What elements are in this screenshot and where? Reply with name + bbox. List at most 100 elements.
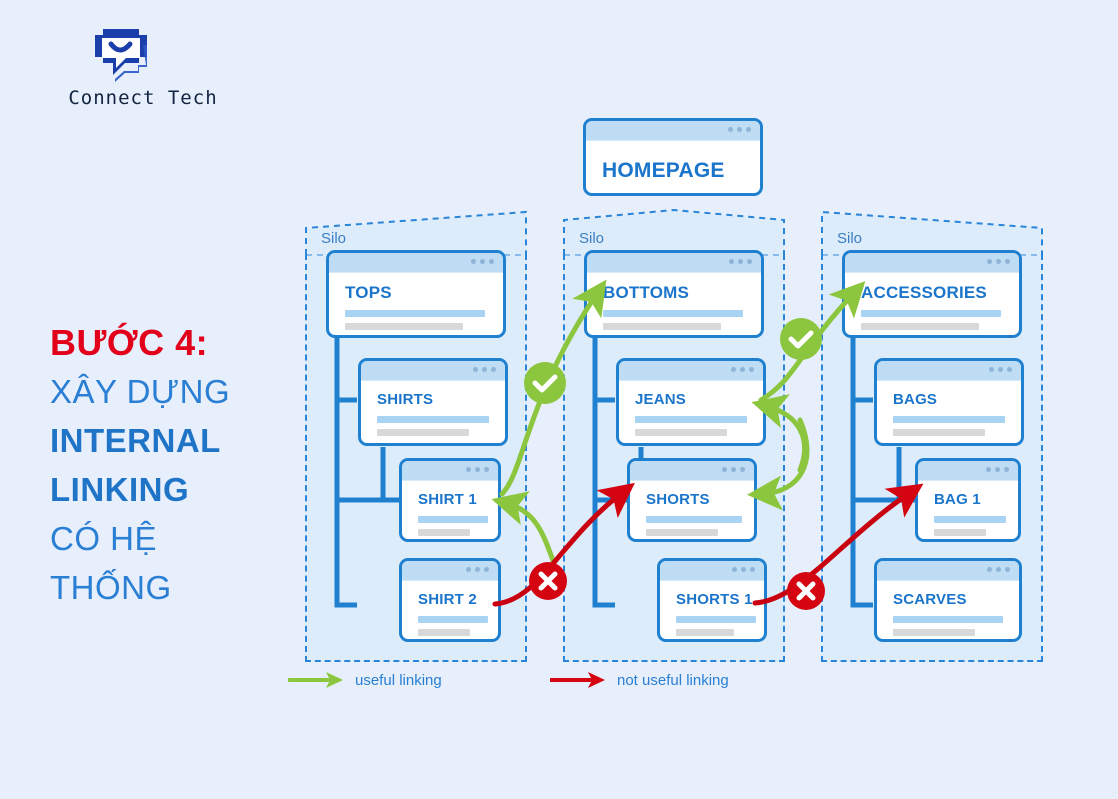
node-scarves[interactable]: SCARVES (874, 558, 1022, 642)
card-titlebar (877, 561, 1019, 581)
node-line-secondary (861, 323, 979, 330)
legend-item-useful: useful linking (288, 671, 442, 689)
node-title: SHIRT 1 (418, 491, 477, 508)
node-bottoms[interactable]: BOTTOMS (584, 250, 764, 338)
node-line-primary (676, 616, 756, 623)
card-titlebar (586, 121, 760, 141)
window-dots-icon (987, 259, 1010, 264)
silo-label: Silo (321, 230, 347, 247)
window-dots-icon (473, 367, 496, 372)
node-line-primary (934, 516, 1006, 523)
window-dots-icon (732, 567, 755, 572)
legend-label-useful: useful linking (355, 671, 442, 689)
brand-logo: Connect Tech (48, 25, 238, 120)
node-title: BAG 1 (934, 491, 981, 508)
window-dots-icon (466, 567, 489, 572)
node-title: SHIRTS (377, 391, 434, 408)
card-titlebar (877, 361, 1021, 381)
node-shirt-1[interactable]: SHIRT 1 (399, 458, 501, 542)
page-title: BƯỚC 4: XÂY DỰNG INTERNAL LINKING CÓ HỆ … (50, 318, 280, 612)
card-titlebar (918, 461, 1018, 481)
node-line-primary (646, 516, 742, 523)
node-line-primary (861, 310, 1001, 317)
window-dots-icon (722, 467, 745, 472)
window-dots-icon (987, 567, 1010, 572)
node-title: JEANS (635, 391, 687, 408)
card-titlebar (660, 561, 764, 581)
card-titlebar (361, 361, 505, 381)
window-dots-icon (986, 467, 1009, 472)
node-homepage[interactable]: HOMEPAGE (583, 118, 763, 196)
node-line-secondary (377, 429, 469, 436)
node-line-primary (893, 616, 1003, 623)
node-line-secondary (893, 429, 985, 436)
headline-line-4: LINKING (50, 471, 190, 508)
node-title: SHIRT 2 (418, 591, 477, 608)
headline-line-2: XÂY DỰNG (50, 373, 231, 410)
node-bag-1[interactable]: BAG 1 (915, 458, 1021, 542)
node-line-primary (377, 416, 489, 423)
node-line-secondary (676, 629, 734, 636)
node-shirt-2[interactable]: SHIRT 2 (399, 558, 501, 642)
node-tops[interactable]: TOPS (326, 250, 506, 338)
node-shorts[interactable]: SHORTS (627, 458, 757, 542)
node-title: ACCESSORIES (861, 283, 987, 302)
node-title: SHORTS 1 (676, 591, 753, 608)
legend-label-not-useful: not useful linking (617, 671, 729, 689)
headline-line-1: BƯỚC 4: (50, 322, 209, 363)
node-accessories[interactable]: ACCESSORIES (842, 250, 1022, 338)
node-line-secondary (635, 429, 727, 436)
node-line-primary (635, 416, 747, 423)
node-jeans[interactable]: JEANS (616, 358, 766, 446)
node-line-secondary (418, 629, 470, 636)
node-title: TOPS (345, 283, 392, 302)
window-dots-icon (731, 367, 754, 372)
card-titlebar (630, 461, 754, 481)
card-titlebar (329, 253, 503, 273)
badge-check-left (523, 361, 567, 405)
node-title: BAGS (893, 391, 938, 408)
badge-cross-right (786, 571, 826, 611)
badge-cross-left (528, 561, 568, 601)
brand-name: Connect Tech (68, 87, 218, 109)
node-line-secondary (345, 323, 463, 330)
card-titlebar (402, 561, 498, 581)
node-line-secondary (603, 323, 721, 330)
badge-check-right (779, 317, 823, 361)
arrow-right-icon (288, 672, 343, 688)
node-title: SCARVES (893, 591, 967, 608)
legend: useful linking not useful linking (288, 671, 808, 701)
node-line-primary (603, 310, 743, 317)
chat-bubble-smile-icon (85, 25, 157, 85)
silo-label: Silo (837, 230, 863, 247)
x-circle-icon (529, 562, 567, 600)
node-line-primary (345, 310, 485, 317)
check-circle-icon (524, 362, 566, 404)
node-title: SHORTS (646, 491, 710, 508)
node-line-secondary (893, 629, 975, 636)
legend-item-not-useful: not useful linking (550, 671, 729, 689)
node-title: BOTTOMS (603, 283, 690, 302)
window-dots-icon (728, 127, 751, 132)
node-line-primary (418, 516, 488, 523)
node-bags[interactable]: BAGS (874, 358, 1024, 446)
headline-line-3: INTERNAL (50, 422, 221, 459)
headline-line-6: THỐNG (50, 569, 172, 606)
node-line-primary (893, 416, 1005, 423)
arrow-right-icon (550, 672, 605, 688)
check-circle-icon (780, 318, 822, 360)
node-shirts[interactable]: SHIRTS (358, 358, 508, 446)
node-line-secondary (646, 529, 718, 536)
node-line-secondary (418, 529, 470, 536)
card-titlebar (402, 461, 498, 481)
card-titlebar (845, 253, 1019, 273)
window-dots-icon (729, 259, 752, 264)
node-shorts-1[interactable]: SHORTS 1 (657, 558, 767, 642)
window-dots-icon (471, 259, 494, 264)
node-title: HOMEPAGE (602, 159, 725, 182)
card-titlebar (587, 253, 761, 273)
x-circle-icon (787, 572, 825, 610)
card-titlebar (619, 361, 763, 381)
node-line-secondary (934, 529, 986, 536)
silo-label: Silo (579, 230, 605, 247)
